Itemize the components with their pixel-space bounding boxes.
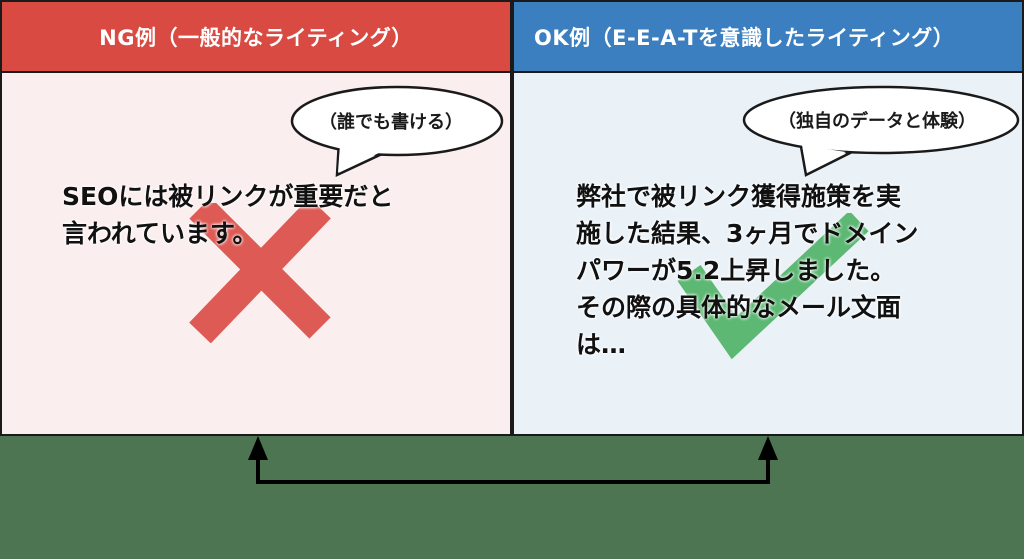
ng-main-text: SEOには被リンクが重要だと 言われています。 — [62, 178, 393, 252]
comparison-frame: NG例（一般的なライティング） （誰でも書ける） SEOには被リンクが重要だと … — [0, 0, 1024, 436]
ng-panel: NG例（一般的なライティング） （誰でも書ける） SEOには被リンクが重要だと … — [0, 0, 512, 436]
ng-text-line: 言われています。 — [62, 219, 258, 248]
ng-header-title: NG例（一般的なライティング） — [99, 25, 413, 50]
x-mark-icon — [189, 203, 331, 343]
ok-text-line: パワーが5.2上昇しました。 — [576, 256, 896, 285]
ok-main-text: 弊社で被リンク獲得施策を実 施した結果、3ヶ月でドメイン パワーが5.2上昇しま… — [576, 178, 918, 363]
ok-speech-bubble: （独自のデータと体験） — [740, 83, 1022, 179]
ok-header: OK例（E-E-A-Tを意識したライティング） — [514, 2, 1022, 71]
ng-bubble-text: （誰でも書ける） — [319, 112, 463, 133]
check-mark-icon — [677, 213, 869, 360]
ok-header-title: OK例（E-E-A-Tを意識したライティング） — [534, 25, 955, 50]
ng-body: （誰でも書ける） SEOには被リンクが重要だと 言われています。 — [2, 73, 510, 434]
ok-text-line: 施した結果、3ヶ月でドメイン — [576, 219, 919, 248]
ng-header: NG例（一般的なライティング） — [2, 2, 510, 71]
ok-text-line: は… — [576, 330, 627, 359]
ok-text-line: 弊社で被リンク獲得施策を実 — [576, 182, 902, 211]
ok-body: （独自のデータと体験） 弊社で被リンク獲得施策を実 施した結果、3ヶ月でドメイン… — [514, 73, 1022, 434]
ok-text-line: その際の具体的なメール文面 — [576, 293, 902, 322]
ok-panel: OK例（E-E-A-Tを意識したライティング） （独自のデータと体験） 弊社で被… — [512, 0, 1024, 436]
ng-speech-bubble: （誰でも書ける） — [289, 83, 509, 179]
ng-text-line: SEOには被リンクが重要だと — [62, 182, 394, 211]
ok-bubble-text: （独自のデータと体験） — [778, 111, 976, 132]
double-up-arrow-bracket-icon — [248, 436, 778, 484]
